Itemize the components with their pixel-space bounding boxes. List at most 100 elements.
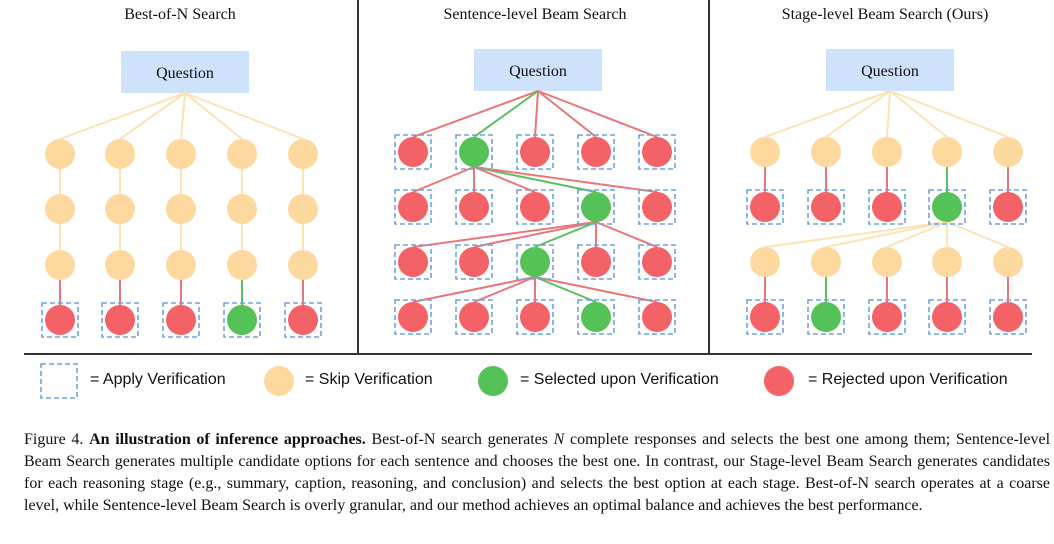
verify-box-best-of-n-0 xyxy=(41,302,79,338)
verify-box-stage-beam-3-3 xyxy=(928,299,966,335)
verify-box-best-of-n-3 xyxy=(223,302,261,338)
node-best-of-n-skip-1-1 xyxy=(105,194,135,224)
verify-box-stage-beam-3-1 xyxy=(807,299,845,335)
node-best-of-n-skip-2-0 xyxy=(45,250,75,280)
node-best-of-n-skip-0-1 xyxy=(105,139,135,169)
edge-sentence-beam-2-1 xyxy=(473,221,597,248)
node-sentence-beam-2-1 xyxy=(459,247,489,277)
edge-sentence-beam-2-2 xyxy=(534,221,597,248)
node-sentence-beam-1-1 xyxy=(459,192,489,222)
node-sentence-beam-2-4 xyxy=(642,247,672,277)
edge-sentence-beam-root-1 xyxy=(473,90,539,138)
verify-box-sentence-beam-3-3 xyxy=(577,299,615,335)
edge-sentence-beam-1-0 xyxy=(412,166,475,193)
edge-sentence-beam-3-3 xyxy=(534,276,597,303)
legend-label-rejected: = Rejected upon Verification xyxy=(808,371,1008,388)
verify-box-stage-beam-1-4 xyxy=(989,189,1027,225)
node-stage-beam-3-2 xyxy=(872,302,902,332)
panel-title-stage-beam: Stage-level Beam Search (Ours) xyxy=(781,6,989,23)
edge-stage-beam-root-0 xyxy=(764,90,891,138)
edge-sentence-beam-3-4 xyxy=(534,276,658,303)
caption-part1: Best-of-N search generates xyxy=(371,431,548,448)
node-stage-beam-skip-2-1 xyxy=(811,247,841,277)
verify-box-sentence-beam-0-1 xyxy=(455,134,493,170)
node-sentence-beam-2-0 xyxy=(398,247,428,277)
legend-label-apply: = Apply Verification xyxy=(90,371,226,388)
node-best-of-n-skip-2-1 xyxy=(105,250,135,280)
node-best-of-n-final-0 xyxy=(45,305,75,335)
verify-box-stage-beam-3-2 xyxy=(868,299,906,335)
node-best-of-n-skip-2-4 xyxy=(288,250,318,280)
verify-box-sentence-beam-2-0 xyxy=(394,244,432,280)
edge-sentence-beam-2-0 xyxy=(412,221,597,248)
edge-sentence-beam-root-3 xyxy=(537,90,597,138)
node-best-of-n-skip-1-2 xyxy=(166,194,196,224)
node-sentence-beam-3-4 xyxy=(642,302,672,332)
verify-box-stage-beam-1-3 xyxy=(928,189,966,225)
verify-box-sentence-beam-0-3 xyxy=(577,134,615,170)
edge-sentence-beam-root-0 xyxy=(412,90,539,138)
node-stage-beam-skip-0-4 xyxy=(993,137,1023,167)
node-stage-beam-1-0 xyxy=(750,192,780,222)
edge-sentence-beam-1-2 xyxy=(473,166,536,193)
node-best-of-n-skip-1-3 xyxy=(227,194,257,224)
edge-stage-beam-branch-4 xyxy=(946,221,1009,248)
legend-label-selected: = Selected upon Verification xyxy=(520,371,719,388)
node-sentence-beam-2-2 xyxy=(520,247,550,277)
legend-symbol-apply xyxy=(40,363,78,399)
verify-box-sentence-beam-2-4 xyxy=(638,244,676,280)
node-best-of-n-skip-1-0 xyxy=(45,194,75,224)
node-sentence-beam-3-0 xyxy=(398,302,428,332)
edge-sentence-beam-root-4 xyxy=(537,90,658,138)
verify-box-sentence-beam-0-0 xyxy=(394,134,432,170)
verify-box-stage-beam-1-2 xyxy=(868,189,906,225)
question-best-of-n-label: Question xyxy=(156,65,214,82)
caption-label: Figure 4. xyxy=(24,431,84,448)
node-sentence-beam-3-1 xyxy=(459,302,489,332)
caption-part2: complete responses and selects the best … xyxy=(24,431,1051,514)
edge-sentence-beam-1-4 xyxy=(473,166,658,193)
edge-sentence-beam-3-0 xyxy=(412,276,536,303)
caption-bold-title: An illustration of inference approaches. xyxy=(89,431,366,448)
edge-best-of-n-root-2 xyxy=(180,92,186,140)
node-stage-beam-skip-0-0 xyxy=(750,137,780,167)
node-stage-beam-3-3 xyxy=(932,302,962,332)
verify-box-sentence-beam-3-2 xyxy=(516,299,554,335)
verify-box-stage-beam-3-4 xyxy=(989,299,1027,335)
node-sentence-beam-0-4 xyxy=(642,137,672,167)
node-sentence-beam-2-3 xyxy=(581,247,611,277)
node-stage-beam-1-2 xyxy=(872,192,902,222)
node-sentence-beam-0-0 xyxy=(398,137,428,167)
node-sentence-beam-0-1 xyxy=(459,137,489,167)
edge-best-of-n-root-0 xyxy=(59,92,186,140)
verify-box-sentence-beam-2-2 xyxy=(516,244,554,280)
question-best-of-n-box xyxy=(121,51,249,93)
edge-stage-beam-root-2 xyxy=(886,90,891,138)
node-best-of-n-skip-0-0 xyxy=(45,139,75,169)
legend-label-skip: = Skip Verification xyxy=(305,371,433,388)
edge-best-of-n-root-4 xyxy=(184,92,304,140)
node-best-of-n-skip-0-4 xyxy=(288,139,318,169)
node-sentence-beam-1-2 xyxy=(520,192,550,222)
node-best-of-n-final-1 xyxy=(105,305,135,335)
verify-box-sentence-beam-1-1 xyxy=(455,189,493,225)
question-sentence-beam-label: Question xyxy=(509,63,567,80)
node-stage-beam-skip-2-0 xyxy=(750,247,780,277)
verify-box-sentence-beam-1-0 xyxy=(394,189,432,225)
node-stage-beam-skip-0-2 xyxy=(872,137,902,167)
question-sentence-beam-box xyxy=(474,49,602,91)
edge-sentence-beam-1-3 xyxy=(473,166,597,193)
edge-stage-beam-branch-2 xyxy=(886,221,948,248)
node-stage-beam-1-1 xyxy=(811,192,841,222)
edge-sentence-beam-root-2 xyxy=(534,90,539,138)
node-stage-beam-skip-2-2 xyxy=(872,247,902,277)
verify-box-sentence-beam-1-4 xyxy=(638,189,676,225)
edge-best-of-n-root-3 xyxy=(184,92,243,140)
edge-stage-beam-root-4 xyxy=(889,90,1009,138)
verify-box-sentence-beam-3-4 xyxy=(638,299,676,335)
node-best-of-n-skip-2-2 xyxy=(166,250,196,280)
verify-box-sentence-beam-1-3 xyxy=(577,189,615,225)
node-stage-beam-1-4 xyxy=(993,192,1023,222)
